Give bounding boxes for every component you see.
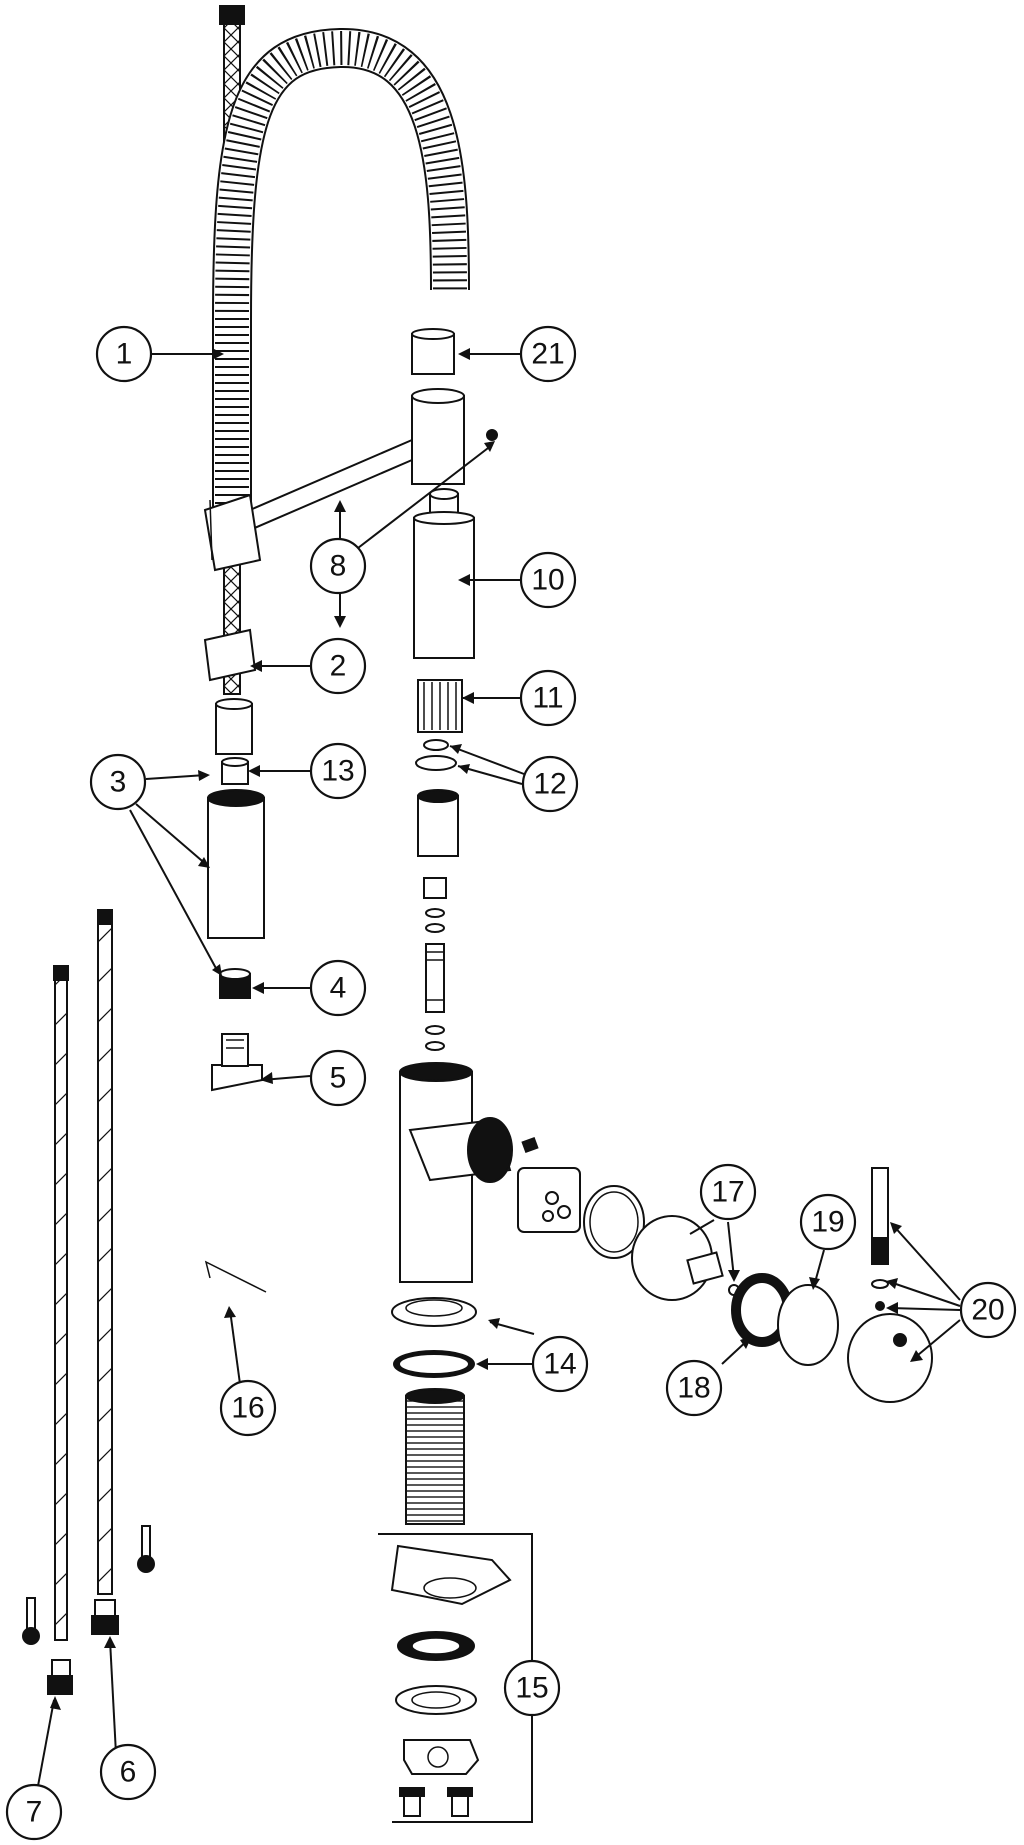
callout-10-label: 10 (531, 564, 564, 597)
callout-5: 5 (309, 1049, 367, 1107)
callout-16-label: 16 (231, 1392, 264, 1425)
callout-19: 19 (799, 1193, 857, 1251)
callout-14-label: 14 (543, 1348, 576, 1381)
callout-12: 12 (521, 755, 579, 813)
callout-13: 13 (309, 742, 367, 800)
arrowheads (50, 348, 923, 1710)
callout-17-label: 17 (711, 1176, 744, 1209)
callout-16: 16 (219, 1379, 277, 1437)
callout-18-label: 18 (677, 1372, 710, 1405)
mounting-hardware-part (390, 1544, 512, 1817)
supply-hose-part (47, 909, 119, 1695)
callout-3: 3 (89, 753, 147, 811)
callout-21-label: 21 (531, 338, 564, 371)
callout-6-label: 6 (120, 1756, 137, 1789)
allen-key-part (204, 1260, 267, 1293)
callout-19-label: 19 (811, 1206, 844, 1239)
callout-15-label: 15 (515, 1672, 548, 1705)
callout-7-label: 7 (26, 1796, 43, 1829)
callout-17: 17 (699, 1163, 757, 1221)
temperature-tag-part (22, 1525, 155, 1645)
callout-20: 20 (959, 1281, 1017, 1339)
callout-20-label: 20 (971, 1294, 1004, 1327)
callout-11: 11 (519, 669, 577, 727)
callout-7: 7 (5, 1783, 63, 1841)
callout-4-label: 4 (330, 972, 347, 1005)
callout-5-label: 5 (330, 1062, 347, 1095)
callout-21: 21 (519, 325, 577, 383)
callout-15: 15 (503, 1659, 561, 1717)
callout-8-label: 8 (330, 550, 347, 583)
o-rings-part (415, 739, 457, 771)
callout-13-label: 13 (321, 755, 354, 788)
splined-adapter-part (417, 679, 463, 733)
callout-12-label: 12 (533, 768, 566, 801)
callout-14: 14 (531, 1335, 589, 1393)
faucet-body-part (399, 1062, 513, 1283)
callout-3-label: 3 (110, 766, 127, 799)
threaded-shank-part (405, 1388, 465, 1525)
callout-2: 2 (309, 637, 367, 695)
callout-1-label: 1 (116, 338, 133, 371)
set-screw-part (486, 429, 498, 441)
callout-18: 18 (665, 1359, 723, 1417)
cap-sleeve-part (411, 328, 455, 375)
callout-1: 1 (95, 325, 153, 383)
callout-6: 6 (99, 1743, 157, 1801)
callout-11-label: 11 (532, 682, 563, 715)
base-gasket-part (391, 1297, 477, 1378)
callout-4: 4 (309, 959, 367, 1017)
valve-parts (517, 1136, 933, 1403)
callout-2-label: 2 (330, 650, 347, 683)
spout-arm-part (203, 388, 465, 682)
callout-10: 10 (519, 551, 577, 609)
callout-8: 8 (309, 537, 367, 595)
riser-tube-part (413, 488, 475, 659)
handspray-assembly-part (207, 698, 265, 1092)
cartridge-stack-part (417, 789, 459, 1051)
